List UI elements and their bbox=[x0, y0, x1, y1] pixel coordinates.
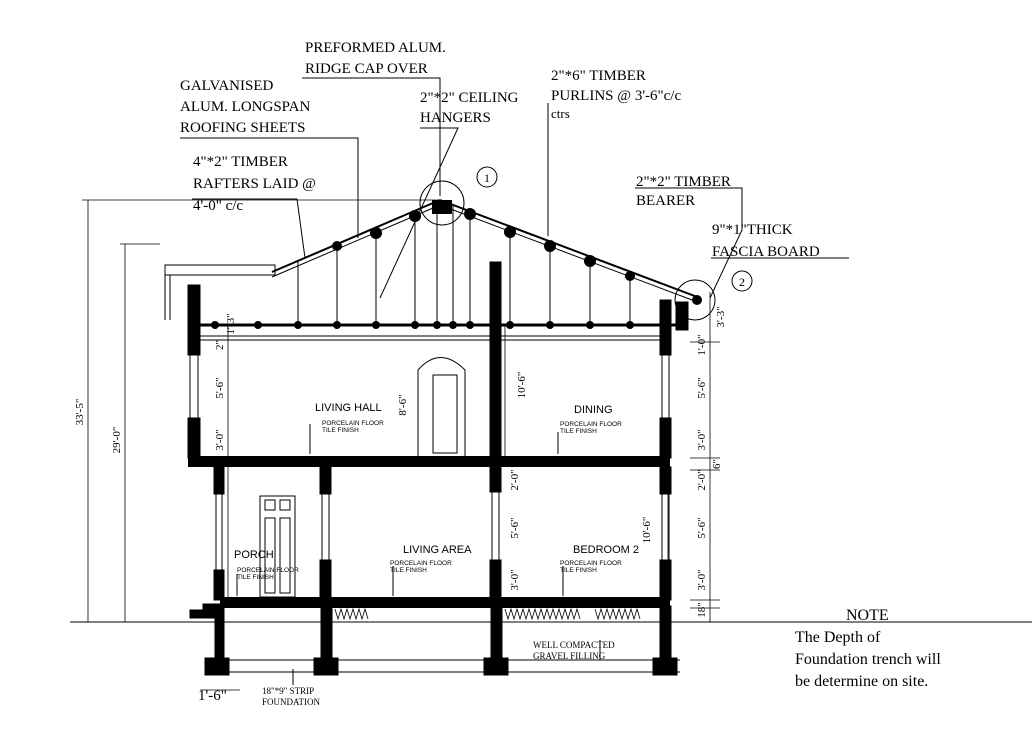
finish-porch: PORCELAIN FLOOR bbox=[237, 567, 299, 574]
svg-text:10'-6": 10'-6" bbox=[516, 372, 528, 399]
annotation-strip-foundation: 18"*9" STRIP FOUNDATION bbox=[262, 686, 320, 707]
leaders bbox=[180, 77, 849, 685]
room-porch: PORCH bbox=[234, 549, 274, 561]
svg-text:10'-6": 10'-6" bbox=[641, 517, 653, 544]
svg-text:5'-6": 5'-6" bbox=[696, 377, 708, 398]
svg-text:18": 18" bbox=[696, 602, 708, 618]
annotation-ridge-cap: PREFORMED ALUM. RIDGE CAP OVER bbox=[305, 40, 446, 77]
svg-text:Foundation trench will: Foundation trench will bbox=[795, 651, 941, 668]
finish-dining-2: TILE FINISH bbox=[560, 428, 597, 435]
svg-text:3'-0": 3'-0" bbox=[509, 569, 521, 590]
svg-text:2": 2" bbox=[214, 340, 226, 350]
svg-text:RAFTERS LAID @: RAFTERS LAID @ bbox=[193, 176, 316, 192]
slabs bbox=[188, 456, 670, 608]
svg-text:9"*1"THICK: 9"*1"THICK bbox=[712, 222, 793, 238]
annotation-bearer: 2"*2" TIMBER BEARER bbox=[636, 174, 731, 209]
annotation-gravel: WELL COMPACTED GRAVEL FILLING bbox=[533, 640, 615, 661]
svg-text:WELL COMPACTED: WELL COMPACTED bbox=[533, 640, 615, 650]
svg-text:GRAVEL FILLING: GRAVEL FILLING bbox=[533, 651, 606, 661]
svg-text:18"*9" STRIP: 18"*9" STRIP bbox=[262, 686, 314, 696]
note: NOTE The Depth of Foundation trench will… bbox=[795, 607, 941, 690]
room-dining: DINING bbox=[574, 404, 613, 416]
svg-text:3'-3": 3'-3" bbox=[715, 306, 727, 327]
finish-living-hall-2: TILE FINISH bbox=[322, 427, 359, 434]
svg-text:4'-0" c/c: 4'-0" c/c bbox=[193, 198, 243, 214]
svg-text:NOTE: NOTE bbox=[846, 607, 889, 624]
door-porch bbox=[259, 495, 296, 598]
svg-text:1'-3": 1'-3" bbox=[225, 313, 237, 334]
svg-text:PREFORMED ALUM.: PREFORMED ALUM. bbox=[305, 40, 446, 56]
foundation bbox=[70, 603, 1032, 676]
svg-text:3'-0": 3'-0" bbox=[696, 429, 708, 450]
annotation-ceiling-hangers: 2"*2" CEILING HANGERS bbox=[420, 90, 519, 126]
svg-text:GALVANISED: GALVANISED bbox=[180, 78, 274, 94]
svg-text:1: 1 bbox=[484, 171, 490, 185]
finish-dining: PORCELAIN FLOOR bbox=[560, 421, 622, 428]
svg-text:be determine on site.: be determine on site. bbox=[795, 673, 928, 690]
gravel-hatch bbox=[334, 607, 641, 621]
finish-living-area-2: TILE FINISH bbox=[390, 567, 427, 574]
finish-bedroom-2: TILE FINISH bbox=[560, 567, 597, 574]
finish-porch-2: TILE FINISH bbox=[237, 574, 274, 581]
purlins bbox=[211, 200, 702, 329]
svg-text:HANGERS: HANGERS bbox=[420, 110, 491, 126]
svg-text:4"*2" TIMBER: 4"*2" TIMBER bbox=[193, 154, 288, 170]
svg-text:FASCIA BOARD: FASCIA BOARD bbox=[712, 244, 820, 260]
svg-text:5'-6": 5'-6" bbox=[696, 517, 708, 538]
svg-text:ALUM. LONGSPAN: ALUM. LONGSPAN bbox=[180, 99, 310, 115]
svg-text:2"*2" CEILING: 2"*2" CEILING bbox=[420, 90, 519, 106]
svg-text:FOUNDATION: FOUNDATION bbox=[262, 697, 320, 707]
svg-text:8'-6": 8'-6" bbox=[397, 394, 409, 415]
svg-text:1'-0": 1'-0" bbox=[696, 334, 708, 355]
finish-living-area: PORCELAIN FLOOR bbox=[390, 560, 452, 567]
svg-text:29'-0": 29'-0" bbox=[111, 427, 123, 454]
columns bbox=[187, 261, 672, 601]
svg-text:3'-0": 3'-0" bbox=[214, 429, 226, 450]
svg-text:2'-0": 2'-0" bbox=[509, 469, 521, 490]
svg-text:BEARER: BEARER bbox=[636, 193, 695, 209]
svg-text:6": 6" bbox=[711, 459, 723, 469]
detail-marker-1: 1 bbox=[419, 166, 498, 226]
svg-text:PURLINS @ 3'-6"c/c: PURLINS @ 3'-6"c/c bbox=[551, 88, 681, 104]
room-living-hall: LIVING HALL bbox=[315, 402, 382, 414]
annotation-purlins: 2"*6" TIMBER PURLINS @ 3'-6"c/c ctrs bbox=[551, 68, 681, 121]
svg-text:2"*2" TIMBER: 2"*2" TIMBER bbox=[636, 174, 731, 190]
svg-text:ROOFING SHEETS: ROOFING SHEETS bbox=[180, 120, 305, 136]
detail-marker-2: 2 bbox=[674, 270, 753, 321]
svg-text:33'-5": 33'-5" bbox=[74, 399, 86, 426]
door-living-hall bbox=[417, 357, 466, 456]
svg-text:2'-0": 2'-0" bbox=[696, 469, 708, 490]
svg-text:1'-6": 1'-6" bbox=[198, 688, 227, 704]
svg-text:5'-6": 5'-6" bbox=[214, 377, 226, 398]
annotation-roofing-sheets: GALVANISED ALUM. LONGSPAN ROOFING SHEETS bbox=[180, 78, 310, 136]
finish-living-hall: PORCELAIN FLOOR bbox=[322, 420, 384, 427]
annotation-fascia: 9"*1"THICK FASCIA BOARD bbox=[712, 222, 820, 260]
svg-text:2: 2 bbox=[739, 275, 745, 289]
svg-text:3'-0": 3'-0" bbox=[696, 569, 708, 590]
room-living-area: LIVING AREA bbox=[403, 544, 472, 556]
svg-text:2"*6" TIMBER: 2"*6" TIMBER bbox=[551, 68, 646, 84]
roof bbox=[164, 199, 701, 331]
dimension-lines bbox=[82, 199, 720, 691]
annotation-rafters: 4"*2" TIMBER RAFTERS LAID @ 4'-0" c/c bbox=[193, 154, 316, 214]
svg-text:5'-6": 5'-6" bbox=[509, 517, 521, 538]
dimension-texts: 33'-5" 29'-0" 1'-3" 2" 5'-6" 3'-0" 8'-6"… bbox=[74, 306, 727, 704]
svg-text:RIDGE CAP OVER: RIDGE CAP OVER bbox=[305, 61, 428, 77]
room-bedroom: BEDROOM 2 bbox=[573, 544, 639, 556]
finish-bedroom: PORCELAIN FLOOR bbox=[560, 560, 622, 567]
svg-text:ctrs: ctrs bbox=[551, 106, 570, 121]
svg-text:The Depth of: The Depth of bbox=[795, 629, 881, 646]
